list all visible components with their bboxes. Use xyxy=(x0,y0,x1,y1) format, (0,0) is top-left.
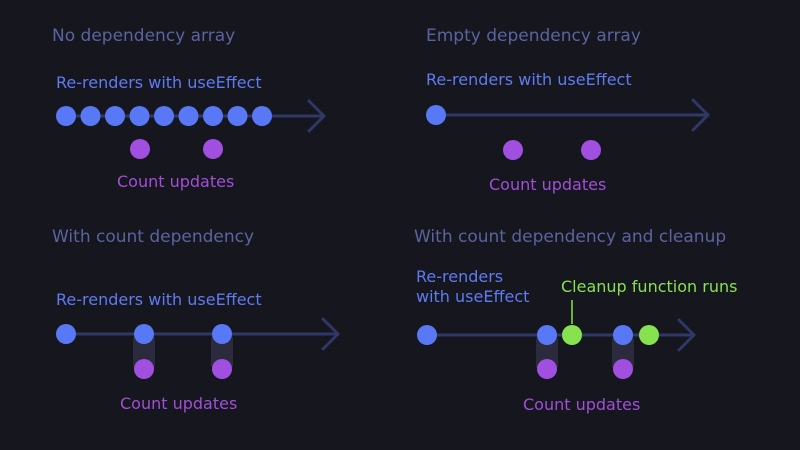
panel-3-render-dot-2 xyxy=(134,324,154,344)
panel-3-count-dot-1 xyxy=(134,359,154,379)
panel-4-cleanup-dot-1 xyxy=(562,325,582,345)
panel-1-heading: No dependency array xyxy=(52,26,236,46)
panel-1-render-dot-2 xyxy=(80,106,101,126)
panel-3-count-dot-2 xyxy=(212,359,232,379)
panel-1-count-dot-2 xyxy=(203,139,223,159)
panel-3-timeline-arrow xyxy=(321,317,340,351)
panel-1-renders-label: Re-renders with useEffect xyxy=(56,73,262,92)
panel-3-heading: With count dependency xyxy=(52,227,255,247)
panel-1-render-dot-4 xyxy=(129,106,150,126)
panel-2-count-dot-2 xyxy=(581,140,601,160)
panel-4-heading: With count dependency and cleanup xyxy=(414,227,727,247)
panel-3-render-dot-1 xyxy=(56,324,76,344)
panel-3-link-2 xyxy=(211,336,233,368)
panel-4-count-dot-2 xyxy=(613,359,633,379)
panel-1-render-dot-9 xyxy=(252,106,272,126)
panel-4-render-dot-3 xyxy=(613,325,633,345)
panel-1-timeline-arrow xyxy=(307,99,326,133)
panel-2-count-dot-1 xyxy=(503,140,523,160)
panel-2-counts-label: Count updates xyxy=(489,175,607,194)
panel-2-timeline-arrow xyxy=(691,98,710,132)
panel-3-renders-label: Re-renders with useEffect xyxy=(56,290,262,309)
panel-1-render-dot-8 xyxy=(227,106,248,126)
panel-1-render-dot-7 xyxy=(203,106,223,126)
panel-1-render-dot-5 xyxy=(154,106,174,126)
panel-1-counts-label: Count updates xyxy=(117,172,235,191)
panel-3-counts-label: Count updates xyxy=(120,394,238,413)
panel-2-render-dot-1 xyxy=(426,105,446,125)
panel-1-count-dot-1 xyxy=(130,139,150,159)
panel-1-render-dot-3 xyxy=(105,106,125,126)
panel-4-timeline-arrow xyxy=(677,318,696,352)
panel-4-count-dot-1 xyxy=(537,359,557,379)
panel-2-renders-label: Re-renders with useEffect xyxy=(426,70,632,89)
panel-4-cleanup-dot-2 xyxy=(639,325,659,345)
panel-4-counts-label: Count updates xyxy=(523,395,641,414)
panel-4-renders-label: Re-renders with useEffect xyxy=(416,267,530,306)
panel-3-render-dot-3 xyxy=(212,324,232,344)
panel-1-render-dot-1 xyxy=(56,106,76,126)
panel-4-render-dot-2 xyxy=(537,325,557,345)
panel-3-link-1 xyxy=(133,336,155,368)
panel-4-render-dot-1 xyxy=(417,325,437,345)
panel-2-heading: Empty dependency array xyxy=(426,26,641,46)
panel-4-cleanup-label: Cleanup function runs xyxy=(561,277,738,296)
panel-1-render-dot-6 xyxy=(178,106,199,126)
